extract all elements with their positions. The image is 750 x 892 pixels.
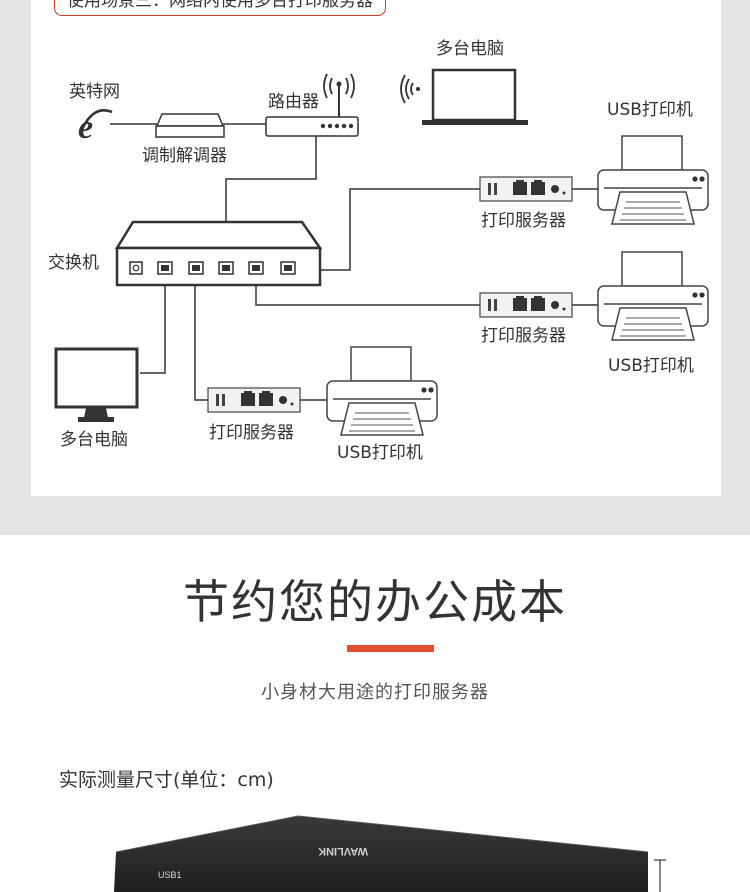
wifi-icon — [401, 75, 420, 103]
laptop-icon — [422, 70, 528, 125]
brand-mark: WAVLINK — [318, 845, 368, 857]
section-heading: 节约您的办公成本 — [0, 572, 750, 632]
printer-icon — [327, 347, 437, 435]
switch-label: 交换机 — [48, 253, 99, 273]
print-server-label: 打印服务器 — [481, 326, 566, 346]
printer-icon — [598, 136, 708, 224]
print-server-label: 打印服务器 — [209, 423, 294, 443]
switch-icon — [117, 222, 320, 285]
printer-label: USB打印机 — [337, 443, 423, 463]
desktop-monitor-icon — [56, 349, 137, 422]
printer-icon — [598, 252, 708, 340]
print-server-icon — [480, 293, 572, 317]
section-subheading: 小身材大用途的打印服务器 — [0, 678, 750, 704]
laptops-label: 多台电脑 — [436, 39, 504, 59]
printer-label: USB打印机 — [608, 356, 694, 376]
desktops-label: 多台电脑 — [60, 430, 128, 450]
router-label: 路由器 — [268, 92, 319, 112]
printer-label: USB打印机 — [607, 100, 693, 120]
internet-icon: e — [78, 109, 112, 146]
print-server-label: 打印服务器 — [481, 211, 566, 231]
modem-icon — [156, 114, 224, 137]
modem-label: 调制解调器 — [142, 146, 227, 166]
scene-title-pill: 使用场景三：网络内使用多台打印服务器 — [54, 0, 386, 16]
print-server-icon — [208, 388, 300, 412]
usb-port-label: USB1 — [158, 870, 182, 880]
measurement-note: 实际测量尺寸(单位：cm) — [59, 765, 274, 792]
internet-label: 英特网 — [69, 82, 120, 102]
heading-accent-bar — [347, 645, 434, 652]
print-server-icon — [480, 177, 572, 201]
print-server-photo: USB1 WAVLINK — [108, 812, 668, 892]
